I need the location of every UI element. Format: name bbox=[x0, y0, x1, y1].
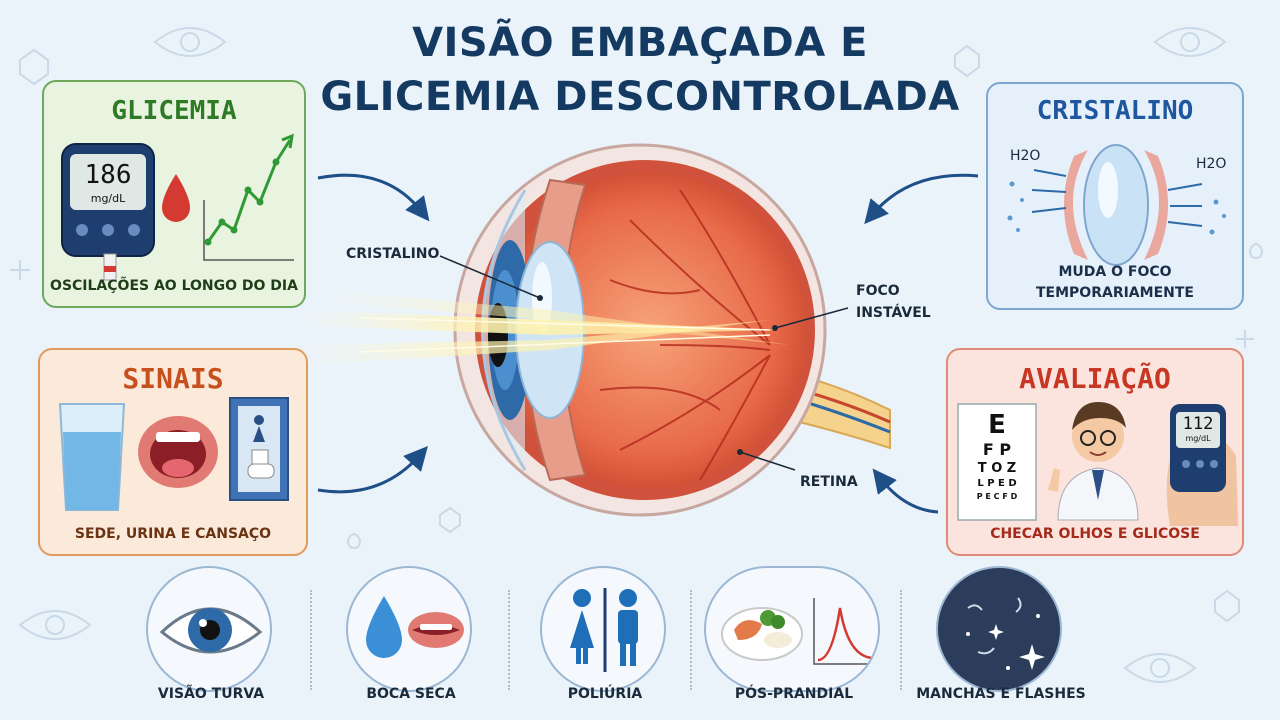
light-beams bbox=[300, 290, 790, 365]
divider bbox=[900, 590, 902, 690]
meal-graph-icon bbox=[704, 566, 880, 692]
glucometer-chart-illustration bbox=[61, 133, 294, 281]
eye-chart-row-2: F P bbox=[982, 440, 1012, 459]
eye-anatomy-illustration bbox=[300, 143, 891, 517]
lens-illustration bbox=[1007, 144, 1226, 266]
avaliacao-meter-unit: mg/dL bbox=[1185, 434, 1211, 443]
cristalino-caption-line1: MUDA O FOCO bbox=[1058, 264, 1172, 280]
sinais-title: SINAIS bbox=[122, 362, 224, 395]
mouth-icon bbox=[138, 416, 218, 488]
hand-glucometer bbox=[1166, 404, 1238, 526]
divider bbox=[508, 590, 510, 690]
sinais-caption: SEDE, URINA E CANSAÇO bbox=[74, 526, 272, 542]
sinais-panel: SINAIS SEDE, URINA E CANSAÇO bbox=[38, 348, 308, 556]
water-label-right: H2O bbox=[1196, 156, 1227, 172]
avaliacao-caption: CHECAR OLHOS E GLICOSE bbox=[990, 526, 1200, 542]
doctor-illustration bbox=[957, 402, 1238, 526]
eye-label-cristalino: CRISTALINO bbox=[346, 246, 440, 262]
avaliacao-meter-value: 112 bbox=[1182, 414, 1214, 434]
doctor-figure bbox=[1048, 402, 1139, 521]
bottom-label: MANCHAS E FLASHES bbox=[916, 686, 1086, 702]
eye-label-foco: FOCO INSTÁVEL bbox=[856, 280, 931, 324]
eye-chart-row-1: E bbox=[988, 410, 1006, 440]
arrow-glicemia bbox=[317, 173, 430, 222]
eye-label-foco-line1: FOCO bbox=[856, 283, 900, 299]
glicemia-panel: GLICEMIA 186 mg/dL OSCILAÇÕES AO LONGO D… bbox=[42, 80, 306, 308]
cristalino-caption-line2: TEMPORARIAMENTE bbox=[1036, 285, 1194, 301]
bottom-label: POLIÚRIA bbox=[567, 686, 643, 702]
page-title-line2: GLICEMIA DESCONTROLADA bbox=[320, 74, 960, 120]
glicemia-meter-value: 186 bbox=[84, 160, 132, 190]
bottom-label: VISÃO TURVA bbox=[157, 686, 265, 702]
glicemia-title: GLICEMIA bbox=[111, 96, 237, 126]
glicemia-caption: OSCILAÇÕES AO LONGO DO DIA bbox=[50, 278, 298, 294]
avaliacao-panel: AVALIAÇÃO E F P T O Z L P E D P E C F D … bbox=[946, 348, 1244, 556]
drop-mouth-icon bbox=[346, 566, 472, 692]
divider bbox=[310, 590, 312, 690]
page-title-line1: VISÃO EMBAÇADA E bbox=[412, 20, 868, 66]
eye-chart-row-3: T O Z bbox=[977, 461, 1017, 476]
eye-label-retina: RETINA bbox=[800, 474, 858, 490]
bottom-label: PÓS-PRANDIAL bbox=[734, 686, 854, 702]
cristalino-title: CRISTALINO bbox=[1036, 96, 1194, 126]
cristalino-panel: CRISTALINO H2O H2O MUDA O FOCO TEMPORARI… bbox=[986, 82, 1244, 310]
eye-chart-row-5: P E C F D bbox=[976, 492, 1018, 501]
symptoms-illustration bbox=[58, 397, 289, 511]
divider bbox=[690, 590, 692, 690]
bottom-label: BOCA SECA bbox=[366, 686, 456, 702]
cristalino-caption: MUDA O FOCO TEMPORARIAMENTE bbox=[988, 262, 1242, 304]
restroom-icon bbox=[540, 566, 666, 692]
eye-chart: E F P T O Z L P E D P E C F D bbox=[960, 412, 1034, 501]
arrow-sinais bbox=[317, 446, 428, 494]
eye-chart-row-4: L P E D bbox=[977, 478, 1017, 489]
avaliacao-title: AVALIAÇÃO bbox=[1019, 362, 1171, 395]
arrow-cristalino bbox=[864, 173, 979, 225]
arrow-avaliacao bbox=[872, 468, 939, 514]
water-label-left: H2O bbox=[1010, 148, 1041, 164]
glicemia-meter-unit: mg/dL bbox=[90, 192, 126, 205]
eye-icon bbox=[146, 566, 272, 692]
floaters-icon bbox=[936, 566, 1062, 692]
restroom-door-icon bbox=[229, 397, 289, 501]
eye-label-foco-line2: INSTÁVEL bbox=[856, 305, 931, 321]
